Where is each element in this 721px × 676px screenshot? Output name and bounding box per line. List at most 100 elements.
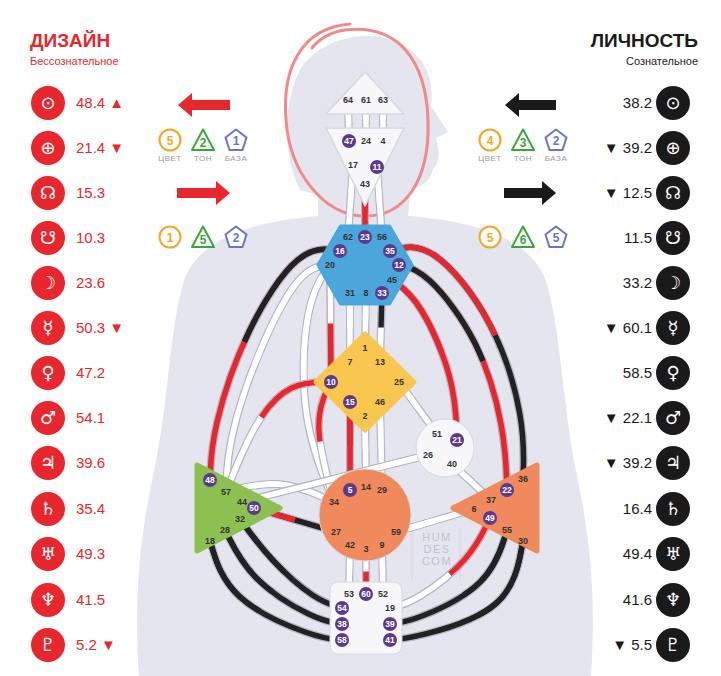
personality-planet-icon: ♄ — [656, 492, 690, 526]
planet-symbol: ☊ — [665, 184, 681, 202]
planet-symbol: ⊙ — [40, 94, 55, 112]
planet-symbol: ☿ — [42, 319, 53, 337]
design-planet-icon: ♂ — [31, 401, 65, 435]
design-arrow-right — [177, 181, 230, 205]
color-circle — [480, 130, 501, 151]
tone-triangle — [192, 130, 214, 151]
activation-value: ▼ 39.2 — [604, 454, 652, 472]
gate-number: 28 — [220, 526, 230, 535]
center-shape: 3622376495530 — [449, 461, 541, 555]
gate-number: 61 — [361, 96, 371, 105]
gate-number: 5 — [343, 483, 357, 497]
gate-number: 53 — [344, 590, 354, 599]
gate-number: 47 — [342, 134, 356, 148]
personality-planet-icon: ☽ — [656, 266, 690, 300]
variable-shape: 1БАЗА — [214, 128, 258, 168]
personality-planet-icon: ♀ — [656, 356, 690, 390]
variable-number: 5 — [487, 232, 494, 244]
variable-heading: ТОН — [181, 155, 225, 163]
channel — [226, 382, 331, 492]
activation-value: 15.3 — [76, 184, 105, 202]
gate-number: 62 — [343, 233, 353, 242]
center-shape: 646163 — [322, 68, 408, 118]
planet-symbol: ⊕ — [40, 139, 55, 157]
gate-number: 44 — [237, 498, 247, 507]
variable-heading: БАЗА — [534, 155, 578, 163]
gate-number: 50 — [247, 501, 261, 515]
activation-value: ▼ 22.1 — [604, 409, 652, 427]
gate-number: 6 — [471, 505, 476, 514]
variable-heading: БАЗА — [214, 155, 258, 163]
gate-number: 42 — [345, 541, 355, 550]
activation-value: 54.1 — [76, 409, 105, 427]
planet-symbol: ♀ — [666, 364, 679, 382]
activation-value: ▼ 12.5 — [604, 184, 652, 202]
design-planet-icon: ♃ — [31, 446, 65, 480]
center-fill — [319, 227, 411, 303]
base-pentagon — [226, 227, 247, 248]
center-shape: 51212640 — [414, 417, 476, 479]
variable-heading: ЦВЕТ — [468, 155, 512, 163]
variable-number: 5 — [200, 234, 207, 246]
base-pentagon — [226, 130, 247, 151]
design-planet-icon: ☋ — [31, 221, 65, 255]
channel — [225, 530, 342, 624]
planet-symbol: ☋ — [40, 229, 56, 247]
center-fill — [326, 72, 404, 114]
center-shape: 48574450322818 — [193, 461, 284, 555]
channel-half — [210, 541, 342, 640]
gate-number: 11 — [370, 160, 384, 174]
planet-symbol: ♂ — [40, 409, 56, 427]
gate-number: 14 — [361, 483, 371, 492]
center-fill — [453, 465, 537, 551]
personality-planet-icon: ♅ — [656, 537, 690, 571]
gate-number: 40 — [447, 460, 457, 469]
activation-value: ▼ 39.2 — [604, 139, 652, 157]
center-outline — [414, 417, 476, 479]
gate-number: 57 — [221, 488, 231, 497]
tone-triangle — [512, 227, 534, 248]
channel — [390, 541, 523, 640]
planet-symbol: ☋ — [665, 229, 681, 247]
gate-number: 51 — [432, 430, 442, 439]
variable-shape: 2БАЗА — [534, 128, 578, 168]
activation-value: 11.5 — [624, 229, 652, 247]
activation-value: ▼ 5.5 — [612, 636, 652, 654]
activation-value: 16.4 — [623, 500, 652, 518]
gate-number: 29 — [377, 486, 387, 495]
gate-number: 12 — [392, 258, 406, 272]
variable-number: 1 — [167, 232, 174, 244]
planet-symbol: ♄ — [665, 500, 681, 518]
design-planet-icon: ☿ — [31, 311, 65, 345]
gate-number: 56 — [377, 233, 387, 242]
activation-value: ▼ 60.1 — [604, 319, 652, 337]
center-shape: 1713102515462 — [312, 330, 418, 434]
variable-shape: 5 — [181, 225, 225, 265]
color-circle — [160, 130, 181, 151]
channel-half — [210, 541, 342, 640]
gate-number: 15 — [343, 395, 357, 409]
planet-symbol: ⊙ — [665, 94, 680, 112]
design-planet-icon: ⊙ — [31, 86, 65, 120]
design-arrow-left — [178, 93, 230, 117]
planet-symbol: ☽ — [40, 274, 56, 292]
gate-number: 33 — [375, 286, 389, 300]
variable-number: 1 — [233, 135, 240, 147]
gate-number: 41 — [383, 633, 397, 647]
activation-value: 50.3 ▼ — [76, 319, 124, 337]
planet-symbol: ☿ — [667, 319, 678, 337]
variable-shape: 1 — [148, 225, 192, 265]
variable-shape: 4ЦВЕТ — [468, 128, 512, 168]
channel-half — [225, 530, 342, 624]
variable-shape: 2ТОН — [181, 128, 225, 168]
planet-symbol: ♇ — [665, 636, 681, 654]
variable-heading: ТОН — [501, 155, 545, 163]
gate-number: 59 — [391, 528, 401, 537]
variable-shape: 2 — [214, 225, 258, 265]
personality-arrow-right — [504, 181, 556, 205]
gate-number: 43 — [360, 180, 370, 189]
design-planet-icon: ♅ — [31, 537, 65, 571]
personality-planet-icon: ☊ — [656, 176, 690, 210]
channel-outline — [210, 541, 342, 640]
planet-symbol: ♆ — [40, 591, 56, 609]
